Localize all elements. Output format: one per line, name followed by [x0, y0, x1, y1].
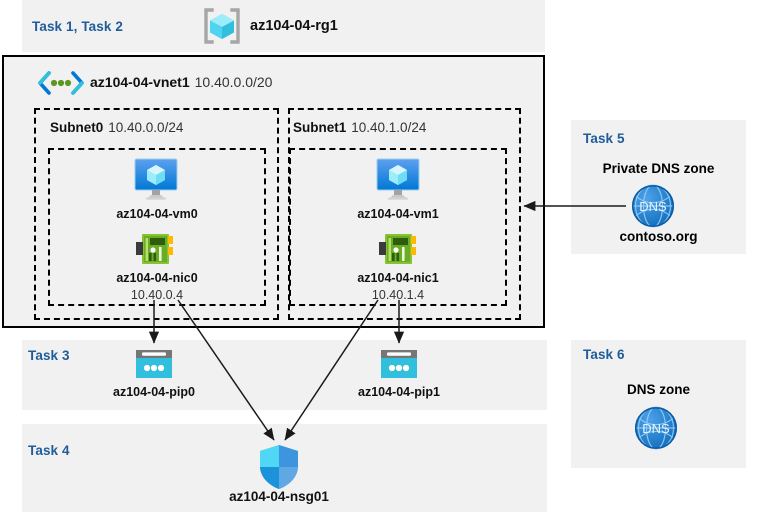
resource-group-icon [200, 7, 244, 45]
private-dns-zone-name: contoso.org [619, 229, 698, 244]
vnet-container [2, 55, 545, 328]
dns-zone-icon: DNS [633, 405, 679, 451]
dns-zone-heading: DNS zone [626, 382, 690, 397]
resource-group-name: az104-04-rg1 [250, 18, 338, 34]
vm-0-label: az104-04-vm0 [116, 207, 198, 221]
public-ip-address-icon [379, 348, 419, 382]
nic-1-label: az104-04-nic1 [357, 271, 439, 285]
subnet-1-cidr: 10.40.1.0/24 [351, 120, 427, 135]
dns-icon-text: DNS [639, 199, 667, 214]
task-label-1-2: Task 1, Task 2 [32, 19, 123, 34]
virtual-machine-icon [373, 157, 423, 201]
public-ip-address-icon [134, 348, 174, 382]
task-label-5: Task 5 [583, 131, 625, 146]
task-label-3: Task 3 [28, 348, 70, 363]
dns-icon-text: DNS [642, 421, 670, 436]
vnet-name: az104-04-vnet1 [90, 74, 190, 90]
header-panel [22, 0, 545, 52]
network-interface-icon [133, 232, 177, 268]
subnet-0-title: Subnet0 10.40.0.0/24 [50, 120, 183, 135]
subnet-0-name: Subnet0 [50, 120, 104, 135]
task-label-4: Task 4 [28, 443, 70, 458]
network-security-group-icon [258, 444, 300, 490]
subnet-0-cidr: 10.40.0.0/24 [108, 120, 184, 135]
subnet-1-title: Subnet1 10.40.1.0/24 [293, 120, 426, 135]
private-dns-zone-heading: Private DNS zone [602, 161, 715, 176]
subnet-0-box [34, 108, 279, 320]
nic-1-private-ip: 10.40.1.4 [371, 288, 425, 302]
task-3-panel [22, 340, 547, 410]
subnet-0-resources-box [48, 148, 266, 306]
nsg-label: az104-04-nsg01 [229, 489, 329, 504]
task-label-6: Task 6 [583, 347, 625, 362]
pip-1-label: az104-04-pip1 [358, 385, 440, 399]
nic-0-private-ip: 10.40.0.4 [130, 288, 184, 302]
network-interface-icon [376, 232, 420, 268]
subnet-1-name: Subnet1 [293, 120, 347, 135]
dns-zone-icon: DNS [630, 183, 676, 229]
vm-1-label: az104-04-vm1 [357, 207, 439, 221]
pip-0-label: az104-04-pip0 [113, 385, 195, 399]
nic-0-label: az104-04-nic0 [116, 271, 198, 285]
virtual-machine-icon [131, 157, 181, 201]
virtual-network-icon [36, 70, 86, 96]
subnet-1-resources-box [289, 148, 507, 306]
vnet-address-space: 10.40.0.0/20 [194, 74, 273, 90]
